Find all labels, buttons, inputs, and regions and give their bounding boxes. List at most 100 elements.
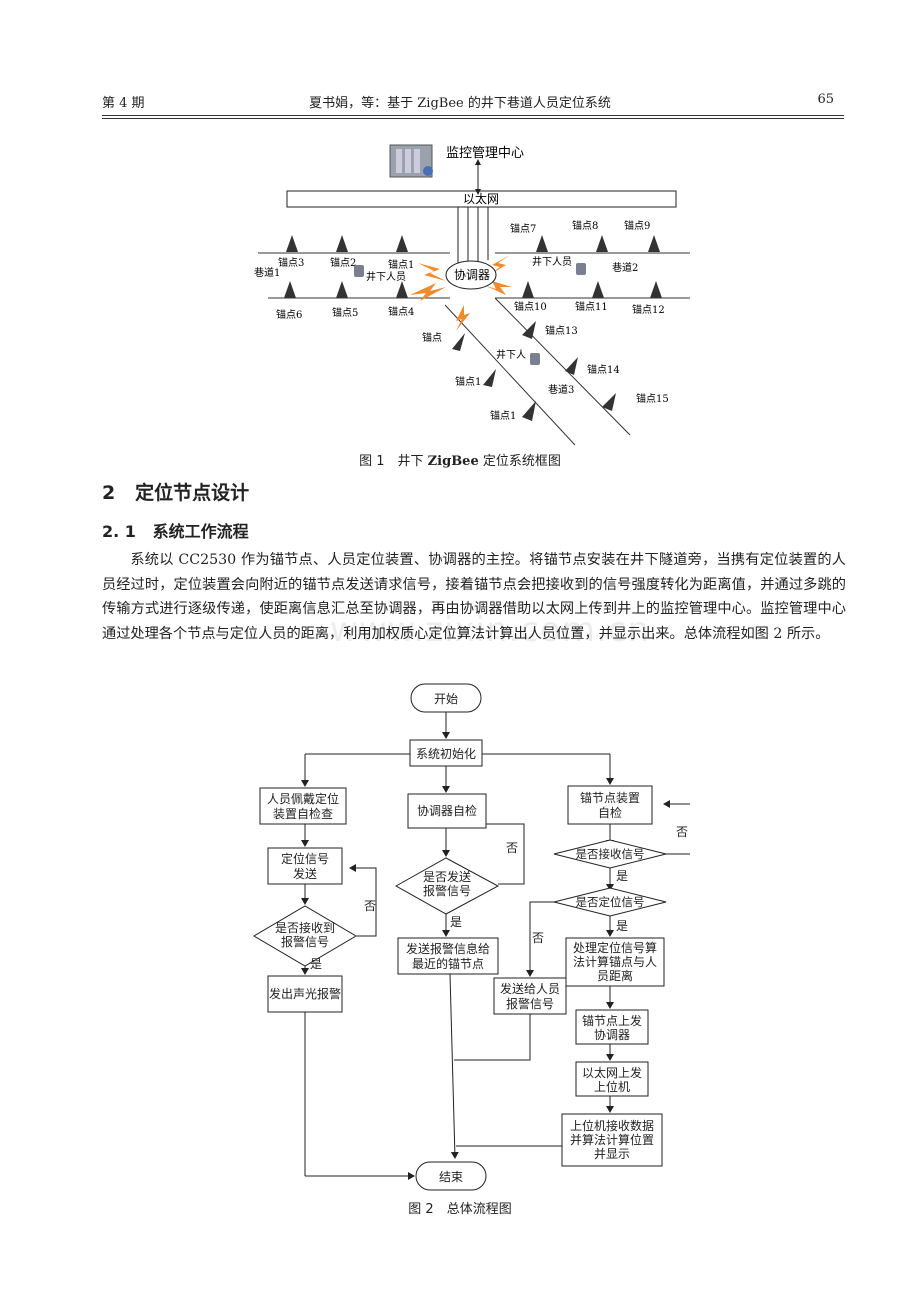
anchor-label: 锚点1 — [490, 410, 516, 422]
anchor-label: 锚点4 — [388, 306, 414, 318]
anchor-label: 锚点9 — [624, 220, 650, 232]
box-text: 装置自检查 — [273, 806, 333, 821]
box-text: 法计算锚点与人 — [573, 954, 657, 969]
box-text: 员距离 — [597, 968, 633, 983]
box-anchor-check — [567, 785, 653, 825]
tunnel3-right-wall — [494, 297, 631, 436]
coordinator-label: 协调器 — [454, 267, 490, 282]
start-terminal — [410, 683, 482, 713]
header-rule-2 — [102, 118, 844, 119]
tunnel3-left-wall — [444, 304, 576, 446]
worker-icon — [354, 263, 586, 365]
box-text: 自检 — [598, 805, 622, 820]
decision-locate-signal — [553, 887, 667, 917]
box-ethernet-upload — [575, 1061, 649, 1097]
anchor-label: 锚点10 — [514, 301, 547, 313]
ethernet-bar — [286, 190, 677, 208]
box-text: 定位信号 — [281, 851, 329, 866]
anchor-label: 锚点8 — [572, 220, 598, 232]
init-label: 系统初始化 — [416, 747, 476, 761]
subsection-heading: 2. 1 系统工作流程 — [102, 522, 249, 541]
issue-number: 第 4 期 — [102, 96, 145, 111]
anchor-icons — [284, 235, 662, 421]
box-sound-alarm — [267, 975, 343, 1013]
section-heading: 2 定位节点设计 — [102, 482, 250, 504]
figure-2-flowchart: 开始 系统初始化 人员佩戴定位 装置自检查 定位信号 发送 是否接收到 报警信号… — [253, 683, 690, 1191]
box-text: 发送报警信息给 — [406, 941, 490, 956]
tunnel-label: 巷道1 — [254, 266, 280, 279]
box-text: 人员佩戴定位 — [267, 791, 339, 806]
figure-1-diagram: 监控管理中心 以太网 锚点3 锚点2 锚点1 锚点6 锚点5 锚 — [254, 144, 690, 446]
no-label: 否 — [506, 841, 518, 855]
figure-1-caption: 图 1 井下 ZigBee 定位系统框图 — [359, 454, 561, 469]
box-text: 并算法计算位置 — [570, 1132, 654, 1147]
tunnel-label: 巷道3 — [548, 383, 574, 396]
anchor-label: 锚点5 — [332, 307, 358, 319]
tunnel-label: 巷道2 — [612, 261, 638, 274]
anchor-label: 锚点14 — [587, 364, 620, 376]
signal-bolt-icons — [410, 255, 512, 331]
box-host-compute — [561, 1113, 663, 1167]
box-text: 最近的锚节点 — [412, 956, 484, 971]
decision-receive-alarm — [253, 905, 357, 967]
anchor-label: 锚点11 — [575, 301, 608, 313]
worker-label: 井下人员 — [366, 270, 406, 283]
box-text: 协调器 — [594, 1027, 630, 1042]
ethernet-label: 以太网 — [463, 191, 499, 206]
box-text: 以太网上发 — [582, 1065, 642, 1080]
anchor-label: 锚点3 — [278, 257, 304, 269]
yes-label: 是 — [450, 915, 462, 929]
anchor-label: 锚点 — [422, 332, 442, 344]
end-terminal — [415, 1161, 487, 1191]
worker-label: 井下人 — [496, 348, 526, 361]
no-label: 否 — [532, 931, 544, 945]
anchor-label: 锚点15 — [636, 393, 669, 405]
box-text: 处理定位信号算 — [573, 940, 657, 955]
box-text: 发出声光报警 — [269, 986, 341, 1001]
box-text: 发送 — [293, 866, 317, 881]
box-process-signal — [565, 937, 665, 987]
box-send-signal — [267, 847, 343, 885]
monitor-center-label: 监控管理中心 — [446, 146, 524, 161]
init-box — [409, 739, 483, 767]
server-icon — [389, 144, 433, 178]
start-label: 开始 — [434, 692, 458, 706]
anchor-label: 锚点7 — [510, 223, 536, 235]
worker-label: 井下人员 — [532, 255, 572, 268]
figure-2-caption: 图 2 总体流程图 — [408, 1202, 512, 1217]
anchor-label: 锚点2 — [330, 257, 356, 269]
box-send-alarm-info — [397, 937, 499, 975]
anchor-label: 锚点13 — [545, 325, 578, 337]
body-paragraph: 系统以 CC2530 作为锚节点、人员定位装置、协调器的主控。将锚节点安装在井下… — [102, 552, 846, 642]
decision-text: 是否定位信号 — [576, 895, 645, 909]
no-label: 否 — [364, 899, 376, 913]
decision-text: 报警信号 — [281, 934, 329, 949]
anchor-label: 锚点6 — [276, 309, 302, 321]
box-send-to-person — [493, 977, 567, 1015]
decision-text: 报警信号 — [423, 883, 471, 898]
box-text: 协调器自检 — [417, 803, 477, 818]
anchor-label: 锚点1 — [455, 376, 481, 388]
decision-text: 是否接收信号 — [576, 847, 645, 861]
decision-text: 是否发送 — [423, 869, 471, 884]
anchor-label: 锚点12 — [632, 304, 665, 316]
end-label: 结束 — [439, 1170, 463, 1184]
yes-label: 是 — [310, 957, 322, 971]
running-title: 夏书娟，等：基于 ZigBee 的井下巷道人员定位系统 — [309, 96, 611, 111]
decision-text: 是否接收到 — [275, 920, 335, 935]
watermark: www.zixin.com.cn — [330, 610, 650, 650]
box-text: 发送给人员 — [500, 981, 560, 996]
yes-label: 是 — [616, 869, 628, 883]
page-number: 65 — [817, 92, 834, 107]
decision-receive-signal — [553, 839, 667, 869]
header-rule — [102, 115, 844, 116]
yes-label: 是 — [616, 919, 628, 933]
no-label: 否 — [676, 825, 688, 839]
box-wear-device — [259, 787, 347, 825]
box-text: 上位机 — [594, 1079, 630, 1094]
anchor-label: 锚点1 — [388, 259, 414, 271]
box-text: 报警信号 — [506, 996, 554, 1011]
box-text: 锚节点装置 — [580, 790, 640, 805]
decision-send-alarm — [394, 857, 500, 915]
box-text: 上位机接收数据 — [570, 1118, 654, 1133]
